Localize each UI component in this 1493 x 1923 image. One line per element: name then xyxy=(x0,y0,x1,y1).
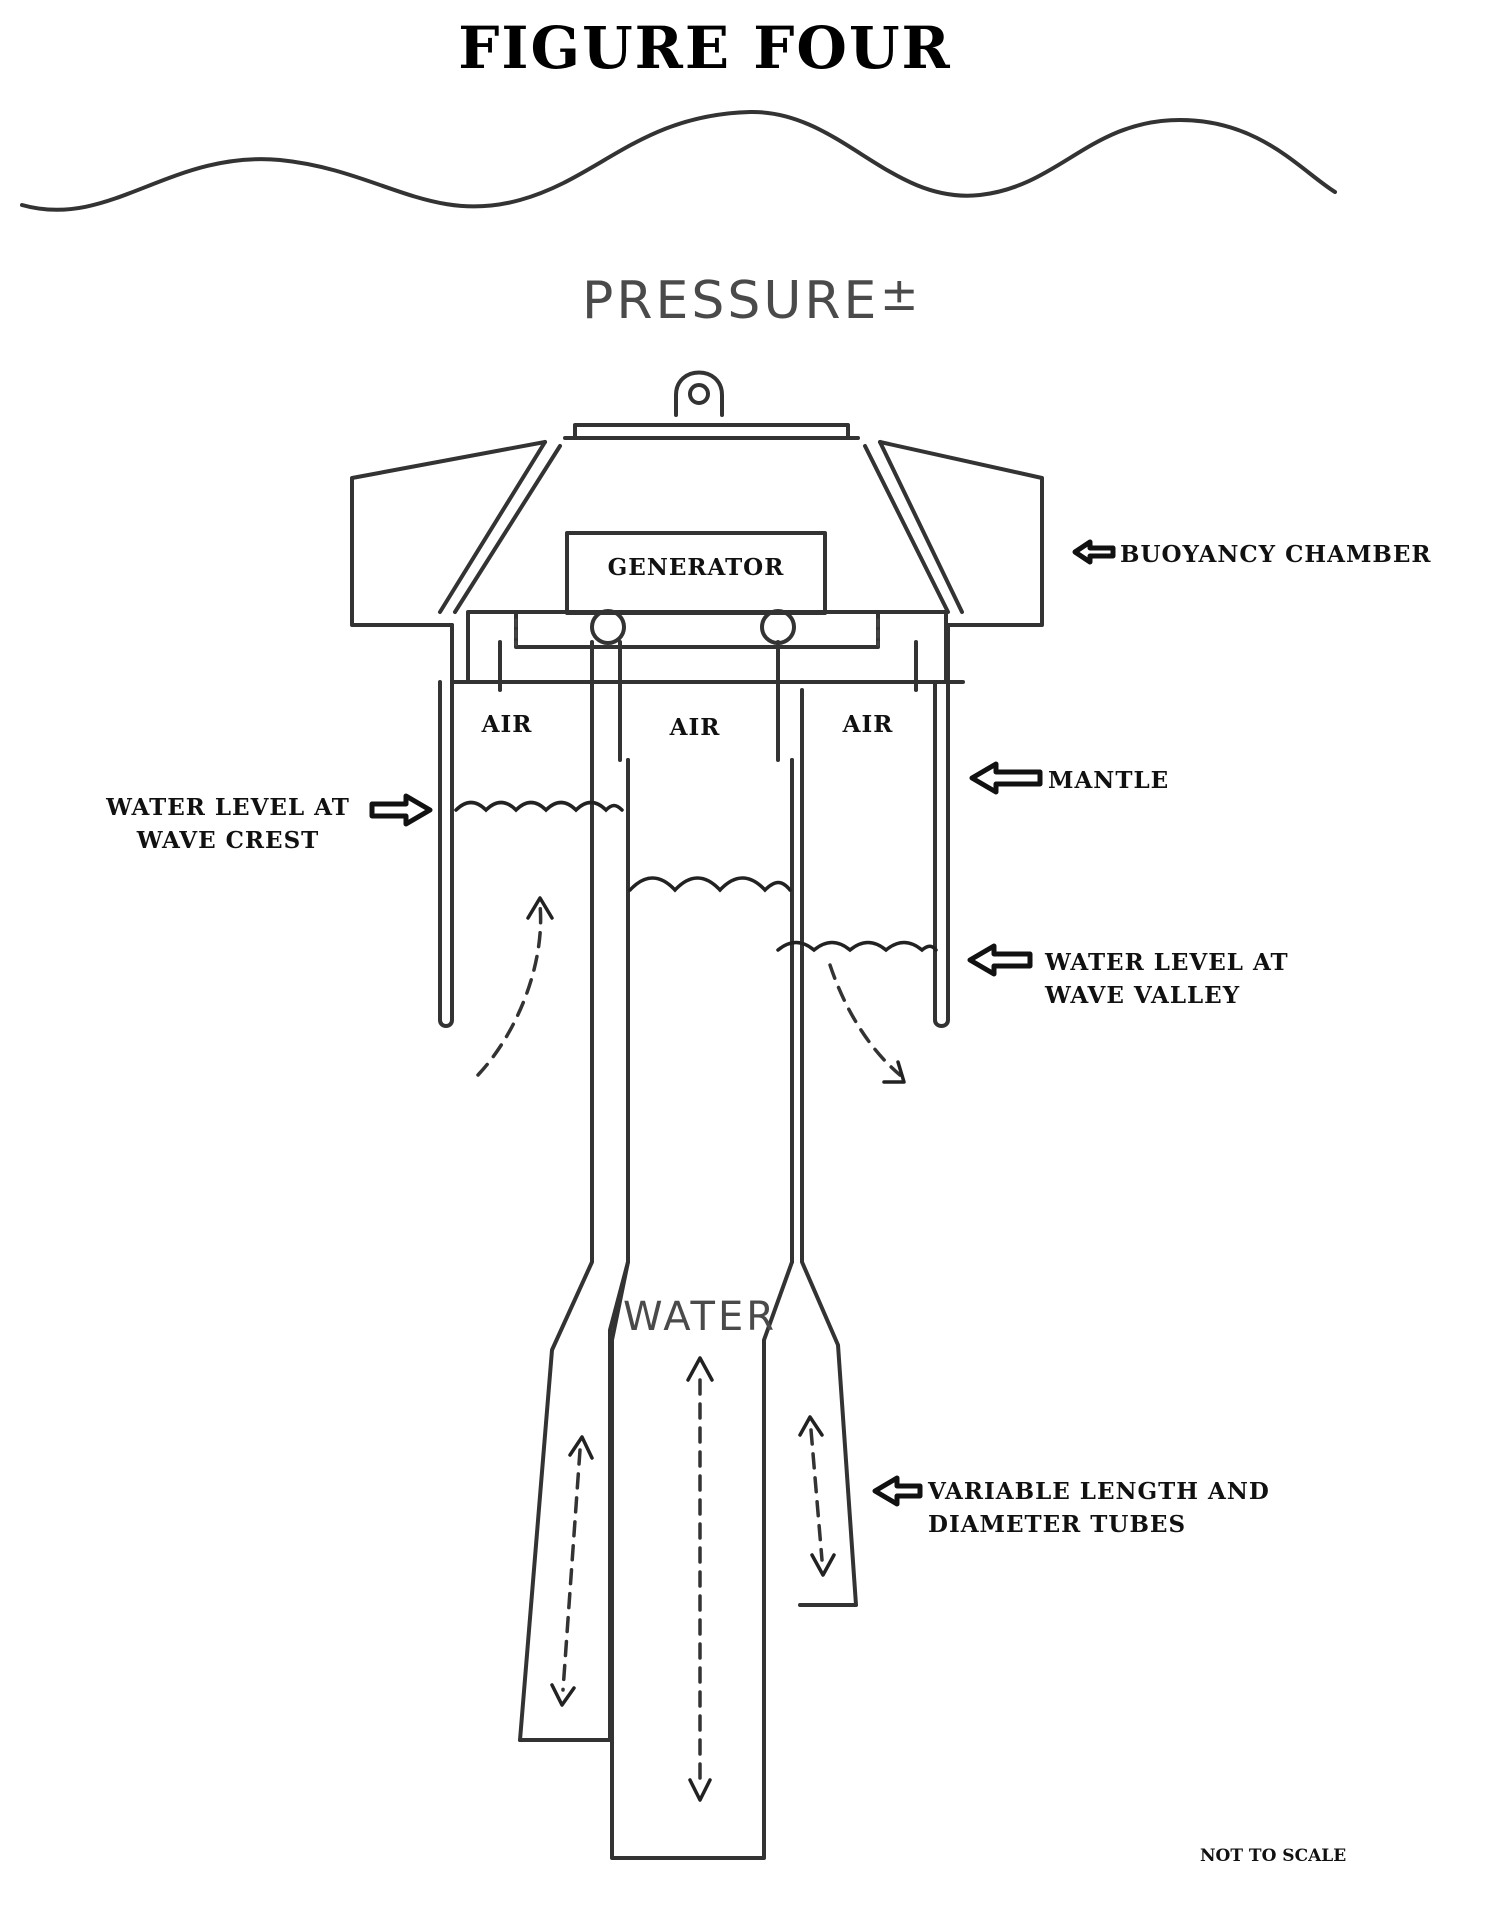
ocean-surface-wave xyxy=(20,109,1337,212)
crest-pointer-icon xyxy=(369,793,433,827)
air-valve-left xyxy=(590,609,626,645)
figure-title: FIGURE FOUR xyxy=(458,14,952,82)
air-label-left: AIR xyxy=(481,711,533,738)
valley-label-line2: WAVE VALLEY xyxy=(1044,982,1240,1009)
center-tube-oscillation-arrow xyxy=(686,1356,714,1802)
water-level-crest-surface xyxy=(454,800,624,813)
water-level-valley-surface xyxy=(776,940,938,953)
right-air-tube xyxy=(776,640,858,1607)
turbine-manifold xyxy=(451,610,965,692)
not-to-scale-note: NOT TO SCALE xyxy=(1200,1846,1346,1866)
valley-pointer-icon xyxy=(967,943,1033,977)
buoyancy-chamber-label: BUOYANCY CHAMBER xyxy=(1120,541,1432,568)
mantle-pointer-icon xyxy=(969,761,1043,795)
buoyancy-chamber-pointer-icon xyxy=(1072,539,1116,565)
air-valve-right xyxy=(760,609,796,645)
buoyancy-chamber xyxy=(350,440,1044,627)
water-label: WATER xyxy=(623,1294,777,1340)
pressure-label: PRESSURE xyxy=(582,271,879,331)
lifting-eye xyxy=(674,370,724,417)
right-tube-oscillation-arrow xyxy=(798,1415,836,1577)
generator-label: GENERATOR xyxy=(608,554,785,581)
pressure-plus-minus-symbol: ± xyxy=(880,267,922,321)
tubes-label-line2: DIAMETER TUBES xyxy=(928,1511,1186,1538)
air-label-right: AIR xyxy=(842,711,894,738)
valley-label-line1: WATER LEVEL AT xyxy=(1044,949,1289,976)
inflow-arrow xyxy=(476,896,554,1077)
mantle xyxy=(438,623,950,1028)
water-level-center-tube xyxy=(628,876,792,893)
center-water-tube xyxy=(610,758,794,1860)
outflow-arrow xyxy=(828,963,906,1084)
crest-label-line2: WAVE CREST xyxy=(136,827,320,854)
left-tube-oscillation-arrow xyxy=(550,1435,594,1707)
crest-label-line1: WATER LEVEL AT xyxy=(105,794,350,821)
mantle-label: MANTLE xyxy=(1048,767,1169,794)
generator: GENERATOR xyxy=(565,531,827,615)
top-cap xyxy=(563,423,860,440)
air-label-center: AIR xyxy=(669,714,721,741)
tubes-pointer-icon xyxy=(872,1475,923,1507)
tubes-label-line1: VARIABLE LENGTH AND xyxy=(927,1478,1270,1505)
